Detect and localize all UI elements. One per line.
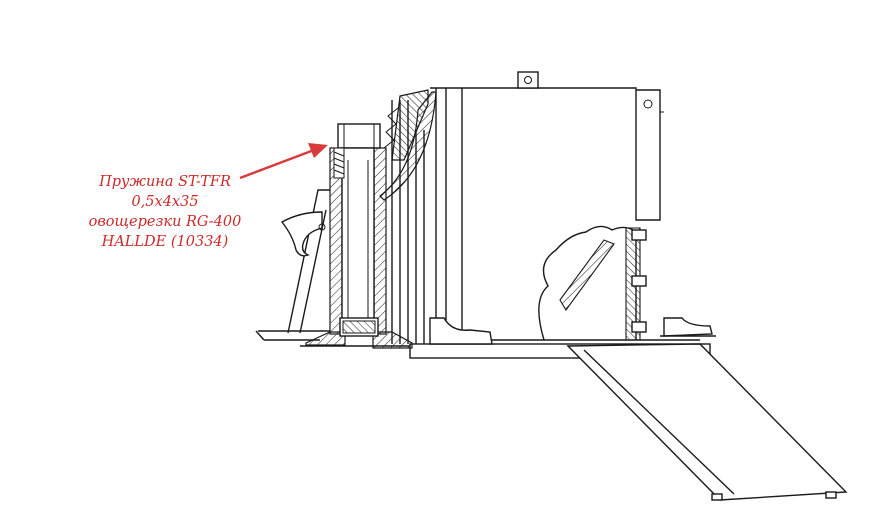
label-line-4: HALLDE (10334) [101,234,229,250]
label-line-3: овощерезки RG-400 [88,214,242,230]
main-housing [430,71,700,344]
latch-bracket [280,189,330,334]
inclined-chute [566,343,848,501]
callout-arrow [239,143,328,180]
central-shaft [329,123,387,337]
spring [333,147,345,179]
label-line-2: 0,5x4x35 [131,194,199,210]
housing-walls [391,100,425,344]
foot-clamps [429,317,716,345]
spring-part-label: Пружина ST-TFR 0,5x4x35 овощерезки RG-40… [70,172,260,252]
label-line-1: Пружина ST-TFR [99,174,231,190]
